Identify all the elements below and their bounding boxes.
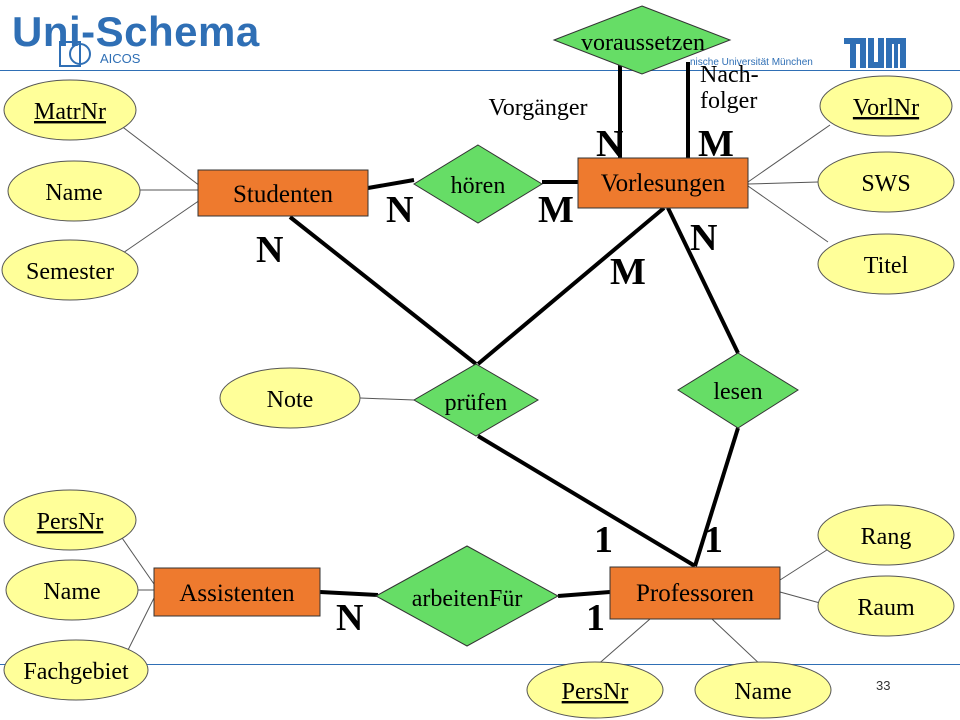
attribute-professor-name: Name (694, 661, 832, 719)
entity-professoren: Professoren (609, 566, 781, 620)
cardinality-pruefen-professoren: 1 (594, 519, 613, 561)
entity-label: Studenten (233, 181, 333, 208)
relationship-lesen: lesen (677, 352, 799, 429)
attribute-label: Raum (857, 595, 915, 621)
relationship-connectors (288, 62, 740, 598)
relationship-arbeitenFuer: arbeitenFür (374, 545, 560, 647)
entity-label: Professoren (636, 580, 755, 607)
page-title: Uni-Schema (12, 8, 260, 55)
cardinality-voraussetzen-vorgaenger: N (596, 123, 623, 165)
attribute-label: PersNr (562, 679, 629, 705)
cardinality-arbeitenFuer-professoren: 1 (586, 597, 605, 639)
relationship-label: voraussetzen (581, 30, 705, 56)
attribute-label: Fachgebiet (23, 659, 129, 685)
cardinality-voraussetzen-nachfolger: M (698, 123, 734, 165)
attribute-student-name: Name (7, 160, 141, 222)
attribute-label: Name (43, 579, 100, 605)
attribute-label: SWS (861, 171, 910, 197)
attribute-raum: Raum (817, 575, 955, 637)
relationship-hoeren: hören (413, 144, 543, 224)
attribute-label: Note (267, 387, 314, 413)
attribute-professor-persnr: PersNr (526, 661, 664, 719)
cardinality-pruefen-vorlesungen: M (610, 251, 646, 293)
relationship-label: arbeitenFür (412, 586, 523, 612)
entity-label: Assistenten (179, 580, 295, 607)
entity-vorlesungen: Vorlesungen (577, 157, 749, 209)
attribute-label: VorlNr (853, 95, 919, 121)
cardinality-hoeren-vorlesungen: M (538, 189, 574, 231)
attribute-label: PersNr (37, 509, 104, 535)
attribute-label: Semester (26, 259, 114, 285)
role-nachfolger-line1: Nach- (700, 62, 759, 88)
attribute-label: Titel (864, 253, 909, 279)
attribute-titel: Titel (817, 233, 955, 295)
cardinality-hoeren-studenten: N (386, 189, 413, 231)
relationship-label: prüfen (445, 390, 508, 416)
relationship-pruefen: prüfen (413, 363, 539, 437)
relationship-label: hören (451, 173, 506, 199)
role-vorgaenger: Vorgänger (488, 95, 587, 121)
attribute-rang: Rang (817, 504, 955, 566)
attribute-matrnr: MatrNr (3, 79, 137, 141)
university-label: nische Universität München (690, 57, 813, 68)
relationship-voraussetzen: voraussetzen (552, 5, 732, 75)
entity-label: Vorlesungen (601, 170, 726, 197)
attribute-assistent-name: Name (5, 559, 139, 621)
cardinality-lesen-professoren: 1 (704, 519, 723, 561)
aicos-label: AICOS (100, 51, 141, 66)
header-divider (0, 70, 960, 71)
attribute-semester: Semester (1, 239, 139, 301)
attribute-connectors (119, 124, 831, 668)
attribute-vorlnr: VorlNr (819, 75, 953, 137)
tum-logo-icon (844, 38, 906, 68)
page-number: 33 (876, 678, 891, 693)
attribute-label: Name (45, 180, 102, 206)
entity-assistenten: Assistenten (153, 567, 321, 617)
entity-studenten: Studenten (197, 169, 369, 217)
attribute-note: Note (219, 367, 361, 429)
cardinality-arbeitenFuer-assistenten: N (336, 597, 363, 639)
footer-divider (0, 664, 960, 665)
attribute-label: Rang (861, 524, 912, 550)
attribute-assistent-persnr: PersNr (3, 489, 137, 551)
attribute-fachgebiet: Fachgebiet (3, 639, 149, 701)
cardinality-lesen-vorlesungen: N (690, 217, 717, 259)
attribute-label: Name (734, 679, 791, 705)
attribute-label: MatrNr (34, 99, 106, 125)
attribute-sws: SWS (817, 151, 955, 213)
relationship-label: lesen (713, 379, 762, 405)
role-nachfolger-line2: folger (700, 88, 757, 114)
cardinality-pruefen-studenten: N (256, 229, 283, 271)
aicos-logo-icon (59, 41, 91, 67)
